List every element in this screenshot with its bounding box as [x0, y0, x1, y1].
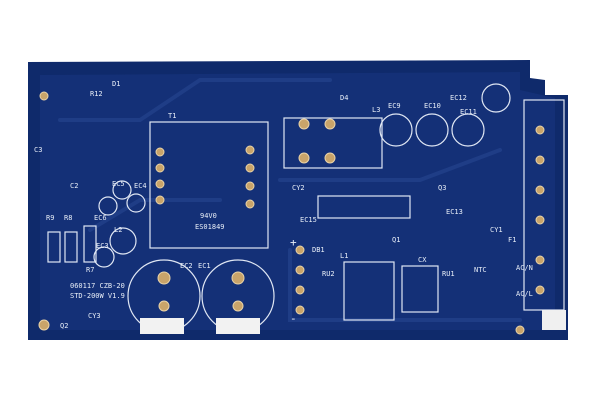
label-l3: L3	[372, 106, 380, 114]
label-db1: DB1	[312, 246, 325, 254]
label-cy1: CY1	[490, 226, 503, 234]
label-ec11: EC11	[460, 108, 477, 116]
cx-outline	[401, 265, 439, 313]
capacitor-ec11	[451, 113, 485, 147]
label-c3: C3	[34, 146, 42, 154]
connector-ac	[542, 310, 566, 330]
label-r8: R8	[64, 214, 72, 222]
label-ec10: EC10	[424, 102, 441, 110]
label-ec15: EC15	[300, 216, 317, 224]
label-q3: Q3	[438, 184, 446, 192]
label-c2: C2	[70, 182, 78, 190]
label-ac-l: AC/L	[516, 290, 533, 298]
resistor-r8	[64, 231, 78, 263]
label-ec9: EC9	[388, 102, 401, 110]
label-ec1: EC1	[198, 262, 211, 270]
label-f1: F1	[508, 236, 516, 244]
label-t1: T1	[168, 112, 176, 120]
label-ec2: EC2	[180, 262, 193, 270]
label-ec3: EC3	[96, 242, 109, 250]
trace	[288, 248, 522, 322]
label-ac-n: AC/N	[516, 264, 533, 272]
capacitor-ec12	[481, 83, 511, 113]
label-r7: R7	[86, 266, 94, 274]
label-r9: R9	[46, 214, 54, 222]
trace	[88, 198, 222, 232]
label-ec4: EC4	[134, 182, 147, 190]
transformer-t1-outline	[149, 121, 269, 249]
label-ec13: EC13	[446, 208, 463, 216]
capacitor-ec4	[126, 193, 146, 213]
label-ec12: EC12	[450, 94, 467, 102]
label-marking: 94V0	[200, 212, 217, 220]
capacitor-ec9	[379, 113, 413, 147]
label-q1: Q1	[392, 236, 400, 244]
label-ec5: EC5	[112, 180, 125, 188]
label-ec6: EC6	[94, 214, 107, 222]
label-code: ES01849	[195, 223, 225, 231]
capacitor-ec5	[112, 180, 132, 200]
label-r12: R12	[90, 90, 103, 98]
trace	[58, 78, 332, 122]
label-cx: CX	[418, 256, 427, 264]
label-l2: L2	[114, 226, 122, 234]
label-ru2: RU2	[322, 270, 335, 278]
pad-ec1	[216, 318, 260, 334]
pad-ec2	[140, 318, 184, 334]
label-plus: +	[290, 236, 297, 249]
label-model: STD-200W V1.9	[70, 292, 125, 300]
label-ntc: NTC	[474, 266, 487, 274]
label-cy3: CY3	[88, 312, 101, 320]
inductor-l2	[109, 227, 137, 255]
trace	[278, 148, 502, 182]
label-l1: L1	[340, 252, 348, 260]
pads	[38, 91, 545, 335]
capacitor-ec6	[98, 196, 118, 216]
heatsink-outline	[283, 117, 383, 169]
label-cy2: CY2	[292, 184, 305, 192]
label-ru1: RU1	[442, 270, 455, 278]
label-d1: D1	[112, 80, 120, 88]
label-date: 060117 CZB-20	[70, 282, 125, 290]
capacitor-ec10	[415, 113, 449, 147]
capacitor-ec3	[93, 246, 115, 268]
ic-outline	[317, 195, 411, 219]
resistor-r7	[83, 225, 97, 263]
label-d4: D4	[340, 94, 348, 102]
resistor-r9	[47, 231, 61, 263]
label-q2: Q2	[60, 322, 68, 330]
label-minus: -	[290, 312, 297, 325]
inductor-l1-outline	[343, 261, 395, 321]
